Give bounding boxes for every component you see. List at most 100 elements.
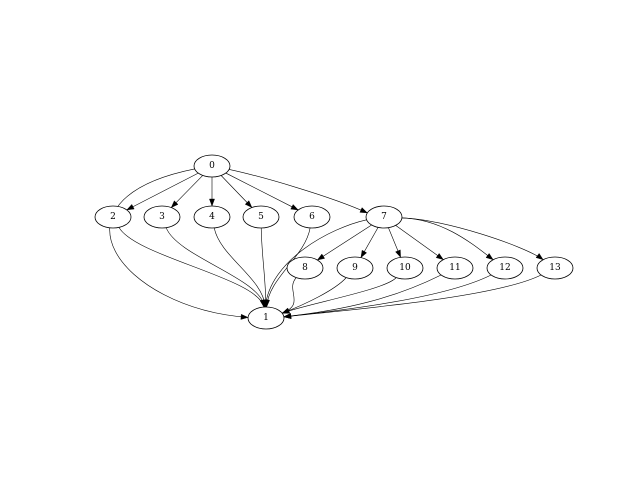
edge-7-to-13 xyxy=(401,217,544,261)
arrowhead xyxy=(359,207,368,214)
edge-line xyxy=(260,227,267,308)
node-ellipse xyxy=(193,205,231,229)
node-ellipse xyxy=(486,256,524,280)
edge-0-to-4 xyxy=(209,177,215,207)
node-ellipse xyxy=(365,205,403,229)
arrowhead xyxy=(290,204,299,211)
edge-0-to-1 xyxy=(109,168,249,320)
node-5: 5 xyxy=(242,205,280,229)
node-label: 3 xyxy=(159,212,165,222)
node-ellipse xyxy=(293,205,331,229)
edge-line xyxy=(264,219,367,308)
arrowhead xyxy=(263,299,269,308)
node-ellipse xyxy=(436,256,474,280)
edge-line xyxy=(283,274,442,318)
node-ellipse xyxy=(286,256,324,280)
edge-11-to-1 xyxy=(283,274,442,319)
edge-line xyxy=(282,277,397,314)
edge-line xyxy=(282,277,347,314)
edge-line xyxy=(229,169,368,214)
edge-0-to-2 xyxy=(126,172,199,211)
node-12: 12 xyxy=(486,256,524,280)
edge-0-to-5 xyxy=(220,175,253,208)
edge-8-to-1 xyxy=(281,277,297,314)
edge-line xyxy=(213,227,266,308)
arrowhead xyxy=(240,313,249,320)
edge-line xyxy=(118,227,265,308)
node-ellipse xyxy=(536,256,574,280)
edge-7-to-11 xyxy=(395,225,444,260)
node-label: 0 xyxy=(209,161,215,171)
edge-line xyxy=(401,217,544,260)
node-6: 6 xyxy=(293,205,331,229)
node-ellipse xyxy=(143,205,181,229)
edge-7-to-8 xyxy=(316,224,372,261)
arrowhead xyxy=(395,249,401,258)
edge-line xyxy=(126,172,199,211)
edge-line xyxy=(283,274,542,318)
edge-2-to-1 xyxy=(118,227,266,308)
node-ellipse xyxy=(247,306,285,330)
edge-line xyxy=(225,172,299,211)
node-ellipse xyxy=(242,205,280,229)
edge-0-to-6 xyxy=(225,172,299,211)
node-9: 9 xyxy=(336,256,374,280)
node-label: 10 xyxy=(399,263,411,273)
edge-7-to-12 xyxy=(401,217,494,261)
edge-3-to-1 xyxy=(165,227,267,308)
arrowhead xyxy=(244,200,253,208)
edge-13-to-1 xyxy=(283,274,542,319)
edge-4-to-1 xyxy=(213,227,268,308)
node-label: 11 xyxy=(449,263,460,273)
edge-0-to-3 xyxy=(170,175,203,208)
node-label: 5 xyxy=(258,212,264,222)
arrowhead xyxy=(283,313,292,319)
node-label: 8 xyxy=(302,263,308,273)
edge-9-to-1 xyxy=(281,277,347,314)
edge-line xyxy=(282,277,297,314)
node-label: 7 xyxy=(381,212,387,222)
node-ellipse xyxy=(336,256,374,280)
edges-layer xyxy=(109,168,544,320)
node-10: 10 xyxy=(386,256,424,280)
node-2: 2 xyxy=(94,205,132,229)
node-ellipse xyxy=(386,256,424,280)
node-label: 6 xyxy=(309,212,315,222)
edge-7-to-9 xyxy=(360,227,379,259)
edge-line xyxy=(401,217,494,260)
arrowhead xyxy=(485,253,494,261)
node-1: 1 xyxy=(247,306,285,330)
edge-line xyxy=(395,225,444,260)
edge-7-to-1 xyxy=(263,219,367,308)
node-ellipse xyxy=(193,154,231,178)
arrowhead xyxy=(435,253,444,260)
node-label: 12 xyxy=(499,263,510,273)
node-label: 9 xyxy=(352,263,358,273)
edge-0-to-7 xyxy=(229,169,368,214)
edge-line xyxy=(165,227,265,308)
arrowhead xyxy=(360,249,367,259)
arrowhead xyxy=(170,200,179,208)
edge-10-to-1 xyxy=(281,277,397,314)
node-label: 1 xyxy=(263,313,269,323)
arrowhead xyxy=(126,204,135,211)
edge-line xyxy=(109,168,249,318)
arrowhead xyxy=(281,307,290,314)
node-ellipse xyxy=(94,205,132,229)
node-label: 4 xyxy=(209,212,215,222)
node-7: 7 xyxy=(365,205,403,229)
arrowhead xyxy=(535,253,544,261)
edge-7-to-10 xyxy=(388,227,401,258)
node-label: 2 xyxy=(110,212,116,222)
node-13: 13 xyxy=(536,256,574,280)
arrowhead xyxy=(316,253,325,261)
arrowhead xyxy=(209,198,215,207)
node-4: 4 xyxy=(193,205,231,229)
node-8: 8 xyxy=(286,256,324,280)
node-11: 11 xyxy=(436,256,474,280)
node-label: 13 xyxy=(549,263,561,273)
node-3: 3 xyxy=(143,205,181,229)
node-0: 0 xyxy=(193,154,231,178)
